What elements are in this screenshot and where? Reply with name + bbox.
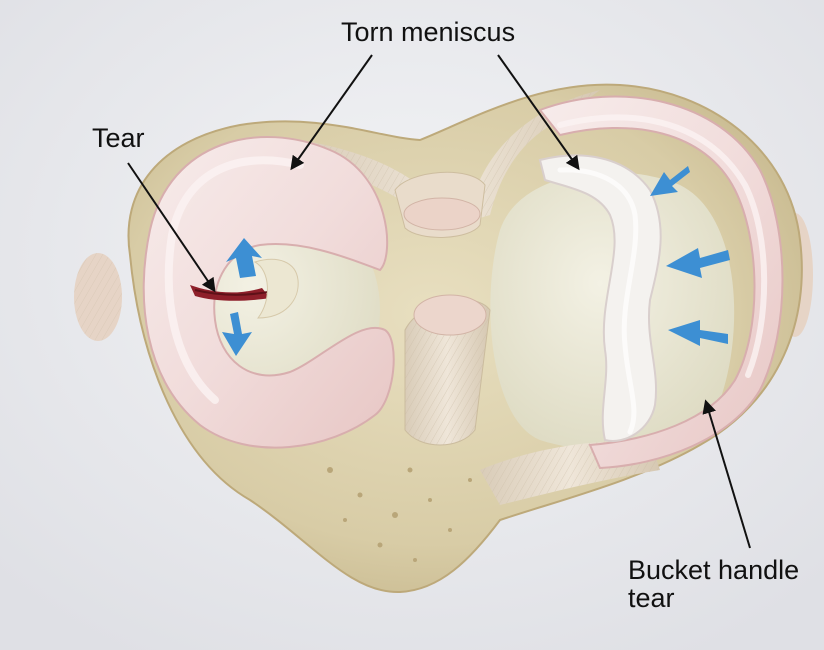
bucket-handle-label-line1: Bucket handle: [628, 555, 800, 585]
blue-arrow-icon: [222, 166, 730, 356]
black-arrow-icon: [497, 54, 580, 171]
bucket-handle-label-line2: tear: [628, 583, 675, 614]
leader-lines: [127, 54, 751, 549]
torn-meniscus-label: Torn meniscus: [341, 17, 516, 47]
tear-label: Tear: [92, 123, 145, 153]
bone-pores: [327, 467, 472, 562]
medial-meniscus: [142, 136, 395, 449]
black-arrow-icon: [702, 399, 751, 549]
black-arrow-icon: [127, 162, 216, 293]
bucket-handle-tear-label: Bucket handle tear: [628, 556, 799, 613]
black-arrow-icon: [290, 54, 373, 171]
meniscus-tear: [190, 285, 270, 301]
lateral-meniscus-rim: [538, 95, 784, 470]
